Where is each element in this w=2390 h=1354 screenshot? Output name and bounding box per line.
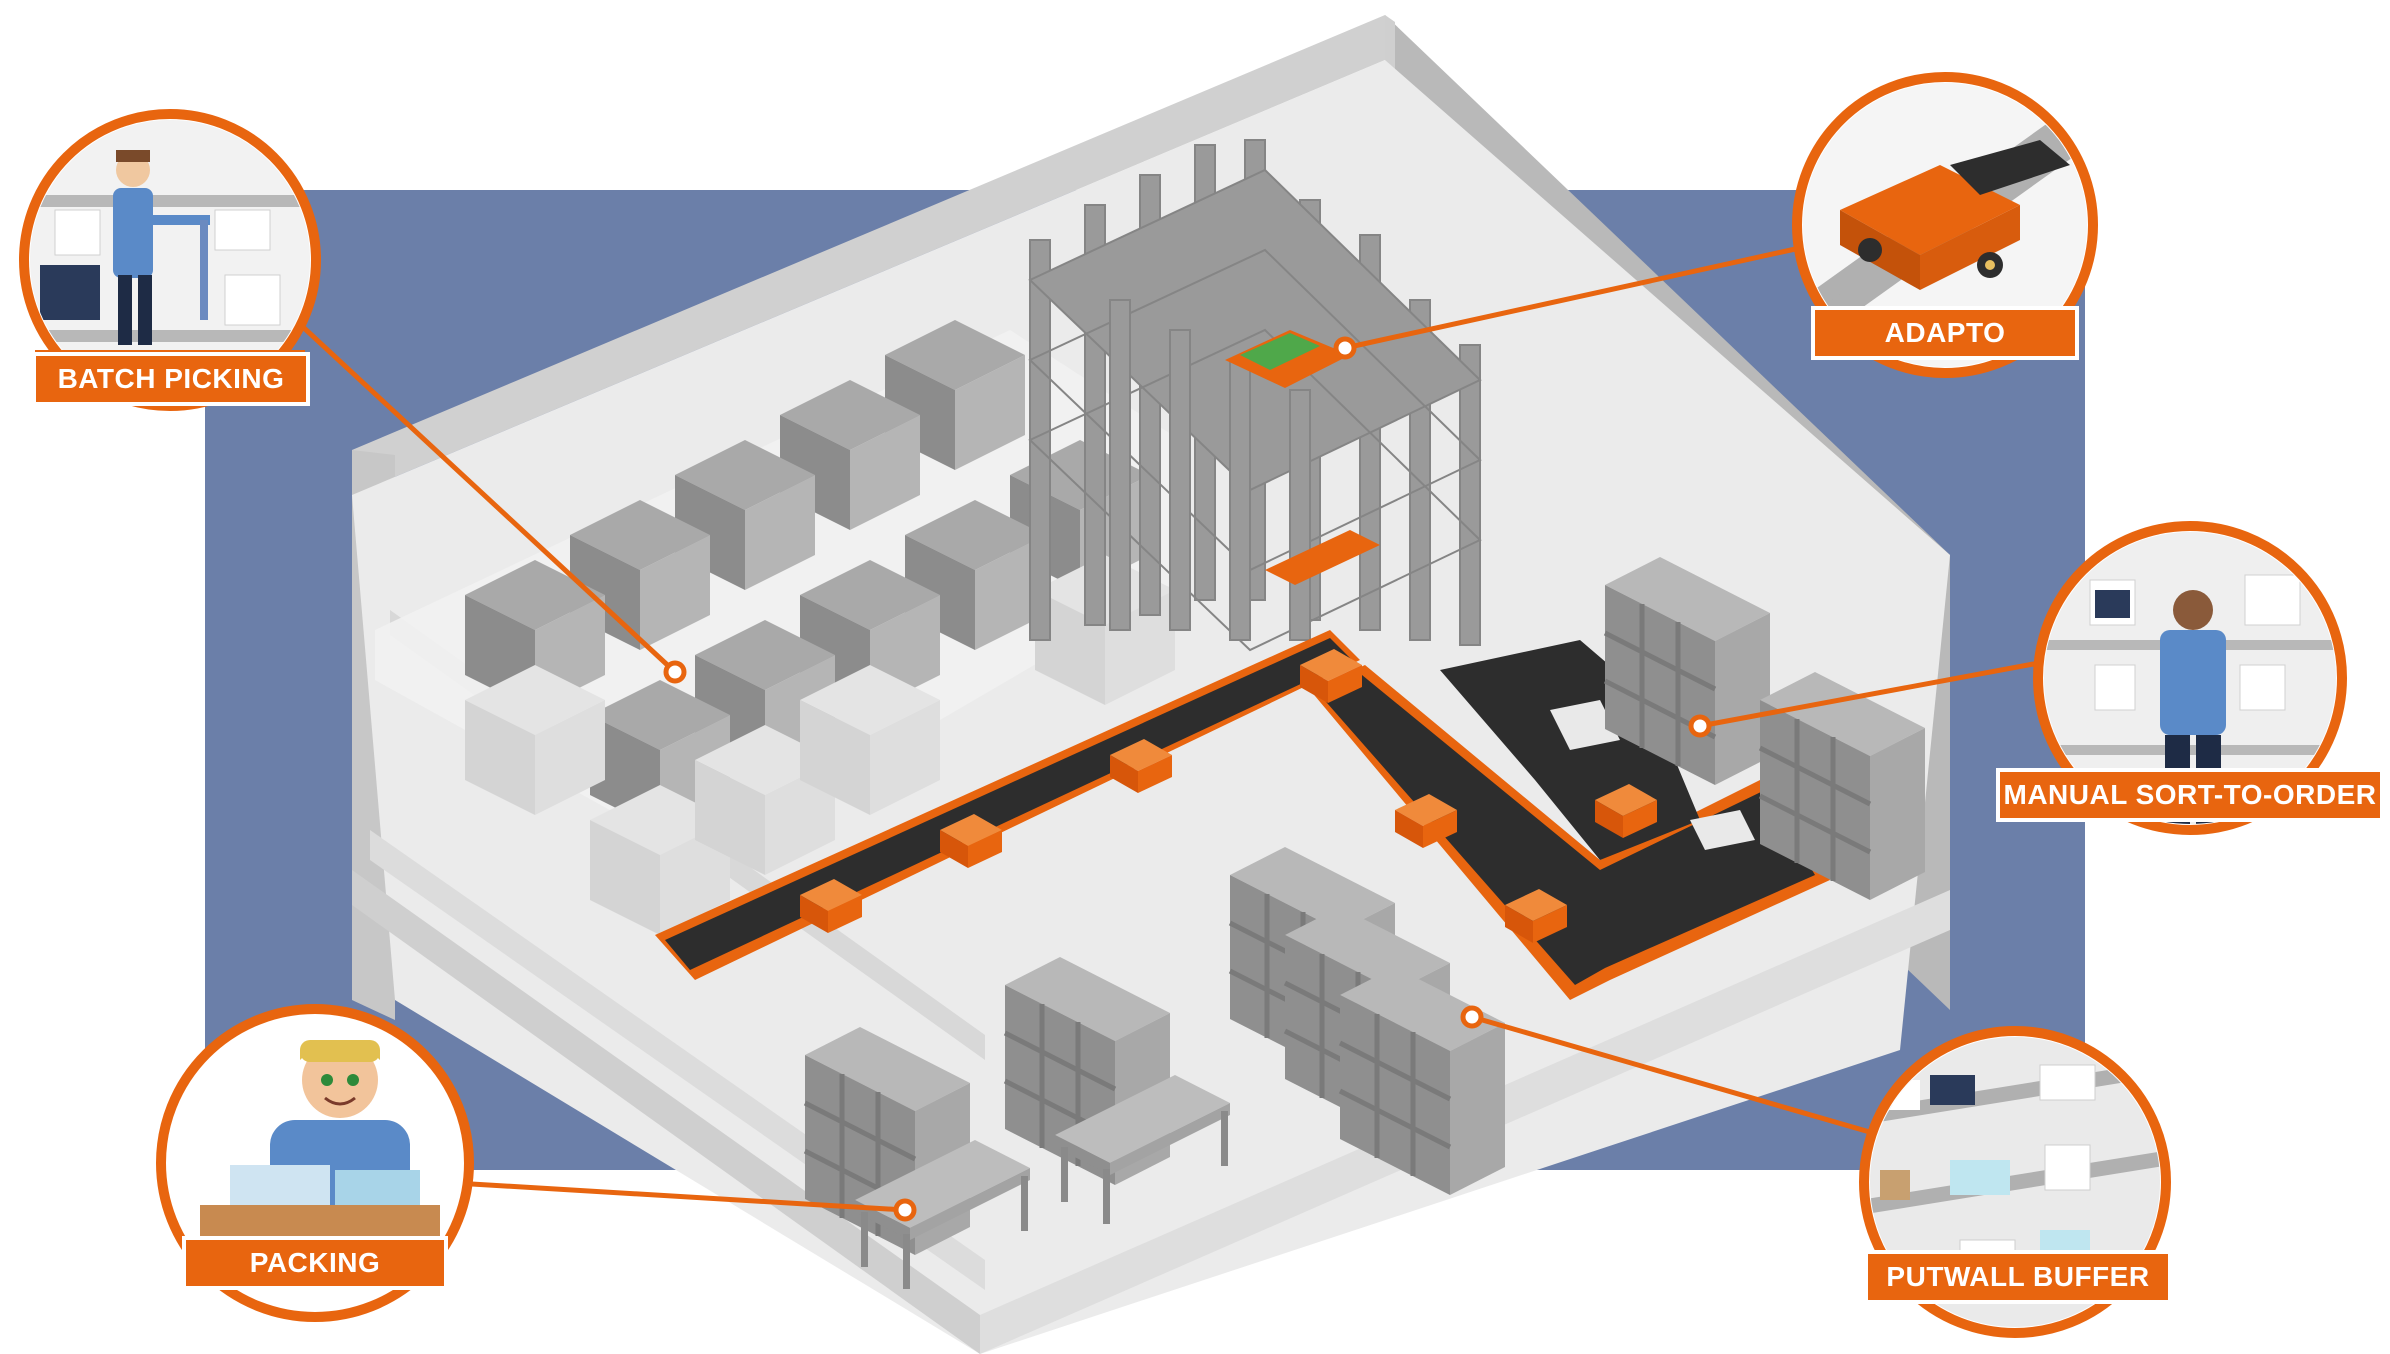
- adapto-shuttle-icon: [1803, 83, 2087, 367]
- callout-lines: [288, 245, 2056, 1222]
- manual-sort-callout: [2000, 521, 2380, 835]
- packing-label: PACKING: [186, 1240, 444, 1286]
- adapto-shuttles: [1225, 330, 1380, 585]
- batch-picking-label: BATCH PICKING: [36, 356, 306, 402]
- storage-area: [375, 320, 1180, 935]
- adapto-rack: [1028, 139, 1482, 652]
- putwall-buffer-label: PUTWALL BUFFER: [1868, 1254, 2168, 1300]
- manual-sort-to-order-label: MANUAL SORT-TO-ORDER: [2000, 772, 2380, 818]
- conveyor-system: [655, 630, 1830, 1000]
- adapto-label: ADAPTO: [1815, 310, 2075, 356]
